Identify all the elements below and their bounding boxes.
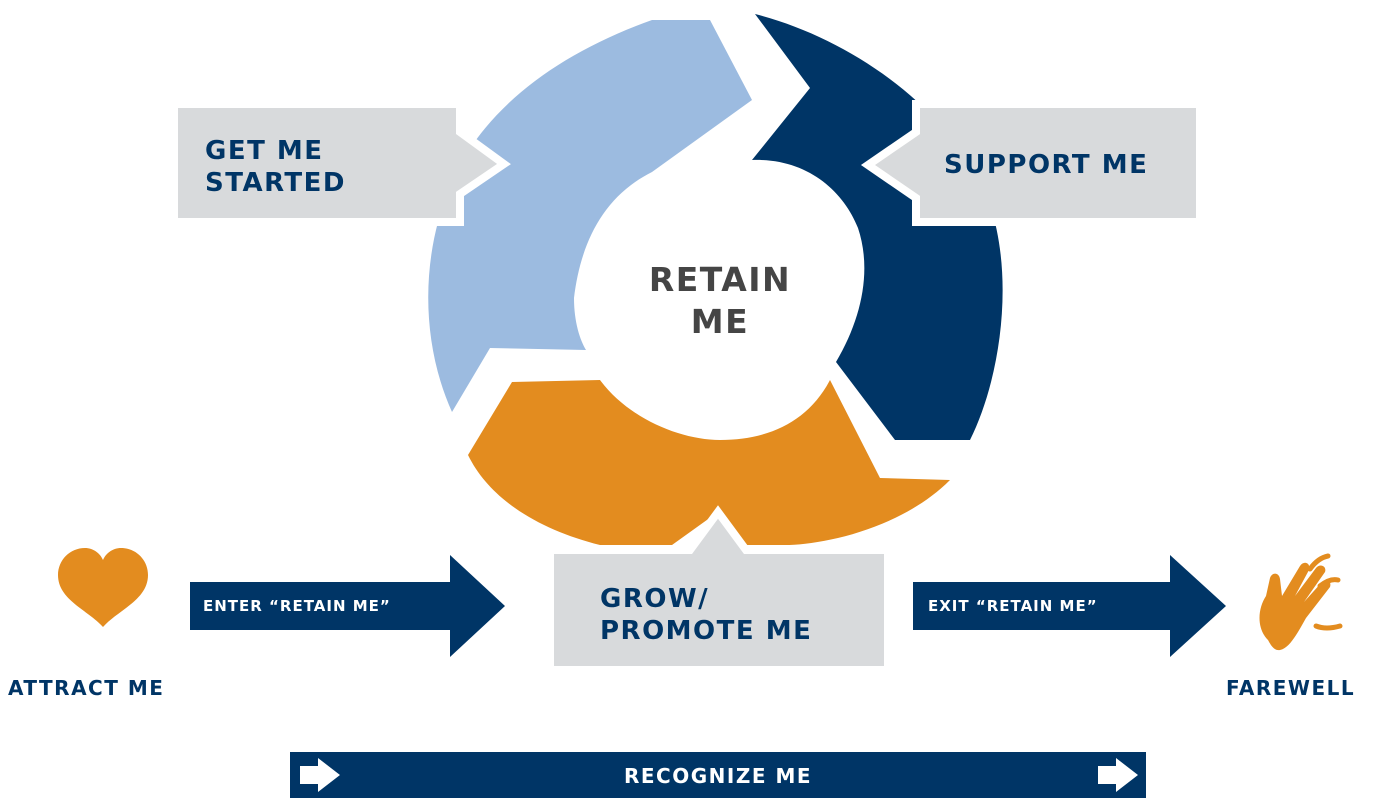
attract-me-label: ATTRACT ME [8, 676, 165, 700]
grow-promote-box [546, 505, 892, 674]
grow-promote-segment [468, 380, 950, 545]
exit-retain-me-label: EXIT “RETAIN ME” [928, 597, 1098, 615]
retain-me-center-line2: ME [690, 302, 750, 341]
support-me-box [860, 100, 1204, 226]
grow-promote-line2: PROMOTE ME [600, 616, 813, 646]
recognize-me-label: RECOGNIZE ME [623, 764, 813, 788]
get-me-started-segment [428, 20, 752, 412]
enter-retain-me-label: ENTER “RETAIN ME” [203, 597, 391, 615]
waving-hand-icon [1259, 553, 1343, 651]
support-me-segment [752, 14, 1003, 440]
grow-promote-line1: GROW/ [600, 584, 710, 614]
exit-retain-me-arrow [913, 555, 1226, 657]
banner-right-arrow-icon [1098, 758, 1138, 792]
farewell-label: FAREWELL [1226, 676, 1356, 700]
heart-icon [58, 548, 148, 627]
recognize-me-banner [290, 752, 1146, 798]
get-me-started-line2: STARTED [205, 168, 346, 198]
get-me-started-box [170, 100, 511, 226]
support-me-label: SUPPORT ME [944, 150, 1149, 180]
retain-me-center-line1: RETAIN [648, 260, 792, 299]
banner-left-arrow-icon [300, 758, 340, 792]
get-me-started-line1: GET ME [205, 136, 324, 166]
enter-retain-me-arrow [190, 555, 505, 657]
